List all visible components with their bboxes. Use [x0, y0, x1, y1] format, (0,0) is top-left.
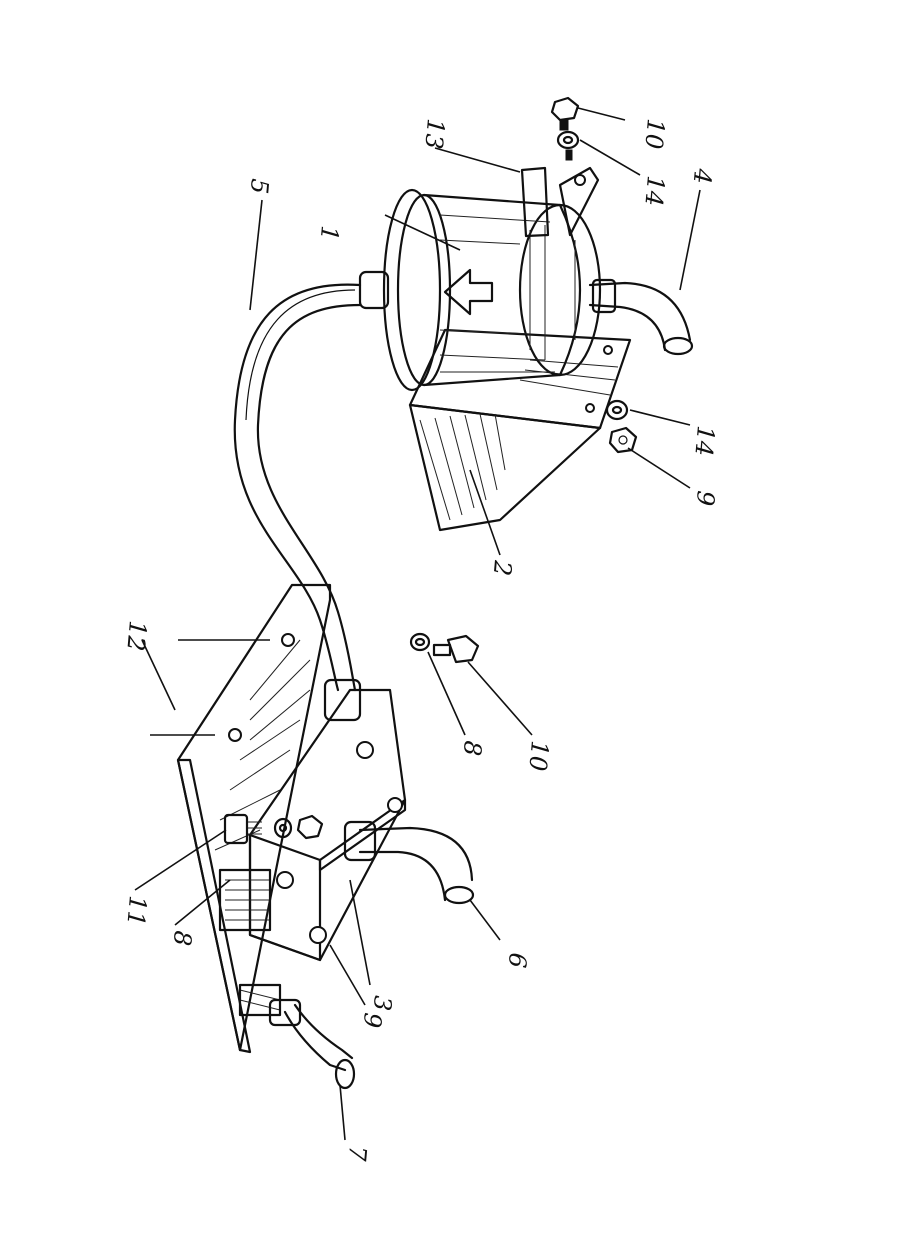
outlet-pipe-6 [343, 820, 475, 905]
washer-8-mid [409, 632, 431, 652]
callout-13: 13 [419, 117, 450, 150]
inlet-pipe-7 [268, 998, 356, 1090]
nut-9-lower [296, 814, 324, 840]
callout-11: 11 [121, 894, 152, 927]
bolt-10-mid [432, 634, 480, 664]
callout-10-upper: 10 [639, 117, 670, 150]
callout-14-lower: 14 [689, 424, 720, 457]
callout-12: 12 [121, 619, 152, 652]
callout-3: 3 [368, 994, 397, 1012]
callout-2: 2 [488, 558, 517, 577]
callout-1: 1 [315, 224, 344, 242]
valve-block-3 [218, 678, 407, 1017]
screw-11 [223, 813, 262, 845]
nut-9-lower-right [608, 426, 638, 454]
bolt-10-upper [550, 96, 580, 131]
callout-6: 6 [503, 951, 532, 969]
washer-14-lower [605, 399, 629, 421]
callout-labels: 1 2 3 4 5 6 7 8 8 9 9 10 10 11 12 13 14 … [121, 117, 720, 1162]
callout-7: 7 [343, 1144, 372, 1162]
washer-8-lower [273, 817, 293, 839]
callout-9-lower: 9 [358, 1011, 387, 1029]
clamp-strap-13 [520, 166, 600, 238]
callout-14-upper: 14 [639, 174, 670, 207]
washer-14-upper [556, 130, 580, 161]
callout-5: 5 [245, 177, 274, 195]
hose-5 [233, 283, 362, 692]
bracket-plate-2 [408, 328, 632, 532]
outlet-pipe-4 [588, 278, 694, 356]
filter-canister-1 [358, 188, 602, 392]
leader-lines [134, 107, 701, 1141]
callout-8-lower: 8 [168, 929, 197, 947]
callout-10-mid: 10 [523, 739, 554, 772]
callout-4: 4 [688, 166, 717, 185]
callout-8-mid: 8 [458, 739, 487, 757]
callout-9-right: 9 [691, 489, 720, 507]
